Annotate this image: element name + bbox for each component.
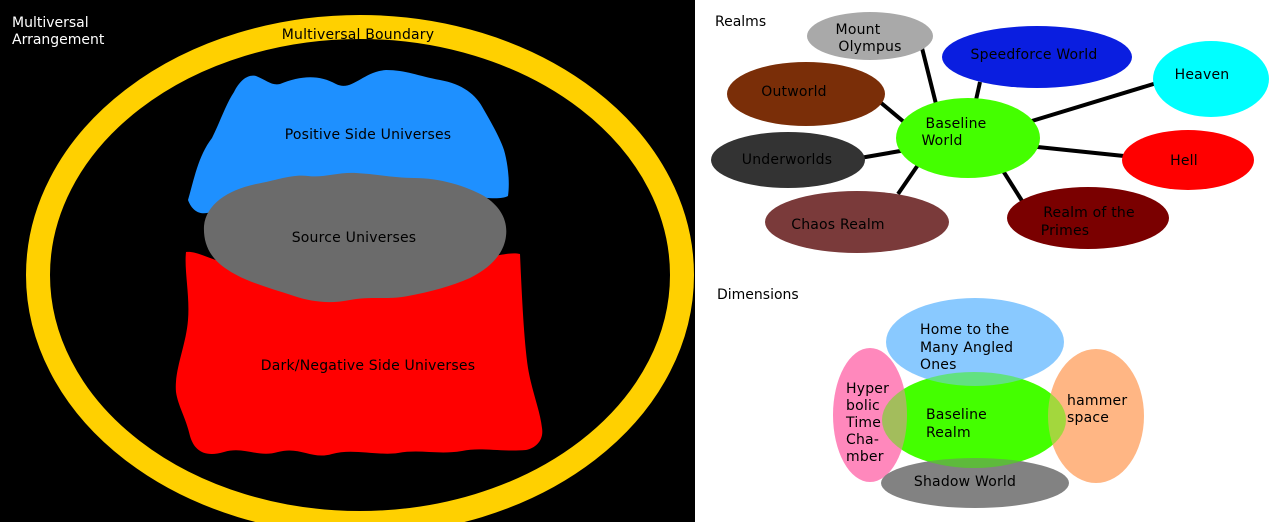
connector-speedforce [974, 81, 982, 101]
realm-label-outworld: Outworld [761, 84, 827, 100]
dimension-home-many-angled-ones [886, 298, 1064, 386]
realm-node-olympus [807, 12, 933, 60]
realm-node-outworld [727, 62, 885, 126]
dimension-label-left-3: Time [845, 415, 881, 431]
dimension-label-right-1: hammer [1067, 393, 1127, 409]
realm-node-baseline-world [896, 98, 1040, 178]
dimension-label-center-1: Baseline [926, 407, 987, 423]
realm-label-baseline-world-2: World [921, 133, 962, 149]
realms-heading: Realms [715, 14, 767, 30]
dimension-label-bottom: Shadow World [914, 474, 1016, 490]
connector-heaven [1021, 80, 1161, 126]
realm-node-speedforce [942, 26, 1132, 88]
realm-label-speedforce: Speedforce World [971, 47, 1098, 63]
title-line-2: Arrangement [12, 32, 105, 48]
realm-label-primes-1: Realm of the [1043, 205, 1135, 221]
realms-and-dimensions-diagram: Mount Olympus Speedforce World Heaven Ou… [711, 12, 1269, 508]
dimension-label-right-2: space [1067, 410, 1109, 426]
realms-dimensions-panel: Mount Olympus Speedforce World Heaven Ou… [695, 0, 1280, 522]
realm-label-chaos: Chaos Realm [791, 217, 885, 233]
realm-label-primes-2: Primes [1041, 223, 1090, 239]
multiversal-arrangement-title: Multiversal Arrangement [12, 15, 104, 49]
connector-underworlds [859, 148, 907, 160]
dimension-baseline-overlay [882, 372, 1066, 468]
dimension-label-left-1: Hyper [846, 381, 889, 397]
connector-outworld [878, 100, 906, 124]
negative-side-universes-shape [175, 251, 543, 456]
dimension-label-left-5: mber [846, 449, 884, 465]
source-universes-label: Source Universes [292, 230, 417, 246]
realm-label-olympus-1: Mount [836, 22, 881, 38]
connector-hell [1027, 144, 1125, 158]
negative-side-universes-label: Dark/Negative Side Universes [261, 358, 475, 374]
connector-chaos [896, 160, 922, 196]
positive-side-universes-label: Positive Side Universes [285, 127, 452, 143]
multiversal-boundary-label: Multiversal Boundary [282, 27, 435, 43]
dimension-label-top-1: Home to the [920, 322, 1009, 338]
connector-olympus [920, 47, 938, 105]
title-line-1: Multiversal [12, 15, 89, 31]
dimension-label-top-3: Ones [920, 357, 957, 373]
realm-label-hell: Hell [1170, 153, 1198, 169]
dimension-shadow-world [881, 458, 1069, 508]
realm-node-underworlds [711, 132, 865, 188]
realm-node-primes [1007, 187, 1169, 249]
dimension-hyperbolic-time-chamber [833, 348, 907, 482]
dimension-label-left-2: bolic [846, 398, 880, 414]
realm-label-olympus-2: Olympus [838, 39, 901, 55]
dimension-hammerspace [1048, 349, 1144, 483]
realm-node-heaven [1153, 41, 1269, 117]
realm-label-heaven: Heaven [1175, 67, 1230, 83]
positive-side-universes-shape [188, 70, 509, 214]
dimensions-heading: Dimensions [717, 287, 799, 303]
dimension-baseline-realm [882, 372, 1066, 468]
source-universes-shape [203, 172, 507, 303]
multiversal-arrangement-panel: Multiversal Boundary Positive Side Unive… [0, 0, 695, 522]
dimension-label-top-2: Many Angled [920, 340, 1013, 356]
realm-node-hell [1122, 130, 1254, 190]
dimension-label-left-4: Cha- [846, 432, 879, 448]
realm-node-chaos [765, 191, 949, 253]
realm-label-underworlds: Underworlds [742, 152, 832, 168]
dimension-label-center-2: Realm [926, 425, 971, 441]
multiversal-boundary-ring [26, 15, 694, 522]
realm-label-baseline-world-1: Baseline [926, 116, 987, 132]
multiverse-diagram: Multiversal Boundary Positive Side Unive… [26, 15, 694, 522]
